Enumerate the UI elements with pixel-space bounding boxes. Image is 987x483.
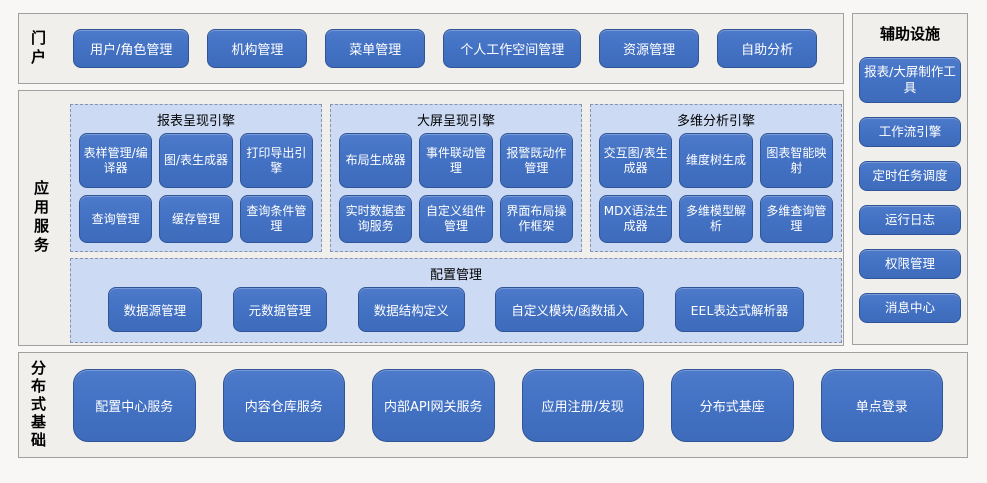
portal-section-label: 门户 <box>29 29 47 68</box>
node-app-registration-discovery: 应用注册/发现 <box>521 368 644 442</box>
app-services-section: 应用服务 报表呈现引擎 表样管理/编译器 图/表生成器 打印导出引擎 查询管理 … <box>18 90 844 346</box>
group-report-presentation-engine: 报表呈现引擎 表样管理/编译器 图/表生成器 打印导出引擎 查询管理 缓存管理 … <box>70 104 322 252</box>
node-message-center: 消息中心 <box>859 293 961 323</box>
aux-facilities-section: 辅助设施 报表/大屏制作工具 工作流引擎 定时任务调度 运行日志 权限管理 消息… <box>852 13 968 345</box>
node-alarm-action-management: 报警既动作管理 <box>499 133 573 189</box>
group-title: 报表呈现引擎 <box>156 114 235 129</box>
node-resource-management: 资源管理 <box>599 29 700 68</box>
node-config-center-service: 配置中心服务 <box>73 368 196 442</box>
node-event-linkage-management: 事件联动管理 <box>419 133 493 189</box>
node-content-repository-service: 内容仓库服务 <box>222 368 345 442</box>
node-custom-component-management: 自定义组件管理 <box>419 195 493 243</box>
node-eel-expression-parser: EEL表达式解析器 <box>674 287 805 332</box>
node-single-sign-on: 单点登录 <box>820 368 943 442</box>
node-dimension-tree-generation: 维度树生成 <box>679 133 753 189</box>
node-internal-api-gateway-service: 内部API网关服务 <box>372 368 495 442</box>
distributed-foundation-label: 分布式基础 <box>29 360 47 450</box>
node-multidim-model-parsing: 多维模型解析 <box>679 195 753 243</box>
node-permission-management: 权限管理 <box>859 249 961 279</box>
node-menu-management: 菜单管理 <box>325 29 426 68</box>
group-multidimensional-analysis-engine: 多维分析引擎 交互图/表生成器 维度树生成 图表智能映射 MDX语法生成器 多维… <box>590 104 842 252</box>
node-multidim-query-management: 多维查询管理 <box>759 195 833 243</box>
node-cache-management: 缓存管理 <box>159 195 233 243</box>
node-query-condition-management: 查询条件管理 <box>239 195 313 243</box>
engine-grid: 表样管理/编译器 图/表生成器 打印导出引擎 查询管理 缓存管理 查询条件管理 <box>71 132 321 251</box>
node-workflow-engine: 工作流引擎 <box>859 117 961 147</box>
node-mdx-syntax-generator: MDX语法生成器 <box>599 195 673 243</box>
node-scheduled-task-dispatch: 定时任务调度 <box>859 161 961 191</box>
node-layout-generator: 布局生成器 <box>339 133 413 189</box>
group-title: 多维分析引擎 <box>676 114 755 129</box>
node-self-service-analysis: 自助分析 <box>717 29 818 68</box>
node-ui-layout-operation-framework: 界面布局操作框架 <box>499 195 573 243</box>
node-print-export-engine: 打印导出引擎 <box>239 133 313 189</box>
group-configuration-management: 配置管理 数据源管理 元数据管理 数据结构定义 自定义模块/函数插入 EEL表达… <box>70 258 842 343</box>
aux-facilities-title: 辅助设施 <box>879 25 940 43</box>
node-chart-table-generator: 图/表生成器 <box>159 133 233 189</box>
node-chart-smart-mapping: 图表智能映射 <box>759 133 833 189</box>
app-services-section-label: 应用服务 <box>32 180 50 256</box>
group-large-screen-presentation-engine: 大屏呈现引擎 布局生成器 事件联动管理 报警既动作管理 实时数据查询服务 自定义… <box>330 104 582 252</box>
node-custom-module-function-insert: 自定义模块/函数插入 <box>495 287 645 332</box>
engine-grid: 布局生成器 事件联动管理 报警既动作管理 实时数据查询服务 自定义组件管理 界面… <box>331 132 581 251</box>
config-button-row: 数据源管理 元数据管理 数据结构定义 自定义模块/函数插入 EEL表达式解析器 <box>71 286 841 342</box>
engine-groups: 报表呈现引擎 表样管理/编译器 图/表生成器 打印导出引擎 查询管理 缓存管理 … <box>70 104 842 252</box>
group-title: 配置管理 <box>429 268 482 283</box>
engine-grid: 交互图/表生成器 维度树生成 图表智能映射 MDX语法生成器 多维模型解析 多维… <box>591 132 841 251</box>
node-interactive-chart-generator: 交互图/表生成器 <box>599 133 673 189</box>
group-title: 大屏呈现引擎 <box>416 114 495 129</box>
node-run-logs: 运行日志 <box>859 205 961 235</box>
node-distributed-base: 分布式基座 <box>671 368 794 442</box>
node-metadata-management: 元数据管理 <box>232 287 328 332</box>
node-organization-management: 机构管理 <box>207 29 308 68</box>
portal-button-row: 用户/角色管理 机构管理 菜单管理 个人工作空间管理 资源管理 自助分析 <box>45 29 843 68</box>
node-template-management-compiler: 表样管理/编译器 <box>79 133 153 189</box>
foundation-button-row: 配置中心服务 内容仓库服务 内部API网关服务 应用注册/发现 分布式基座 单点… <box>45 368 967 442</box>
node-personal-workspace-management: 个人工作空间管理 <box>443 29 582 68</box>
distributed-foundation-section: 分布式基础 配置中心服务 内容仓库服务 内部API网关服务 应用注册/发现 分布… <box>18 352 968 458</box>
node-user-role-management: 用户/角色管理 <box>73 29 190 68</box>
portal-section: 门户 用户/角色管理 机构管理 菜单管理 个人工作空间管理 资源管理 自助分析 <box>18 13 844 84</box>
node-realtime-data-query-service: 实时数据查询服务 <box>339 195 413 243</box>
node-query-management: 查询管理 <box>79 195 153 243</box>
node-data-structure-definition: 数据结构定义 <box>357 287 465 332</box>
node-datasource-management: 数据源管理 <box>107 287 203 332</box>
node-report-largescreen-authoring-tool: 报表/大屏制作工具 <box>859 57 961 103</box>
